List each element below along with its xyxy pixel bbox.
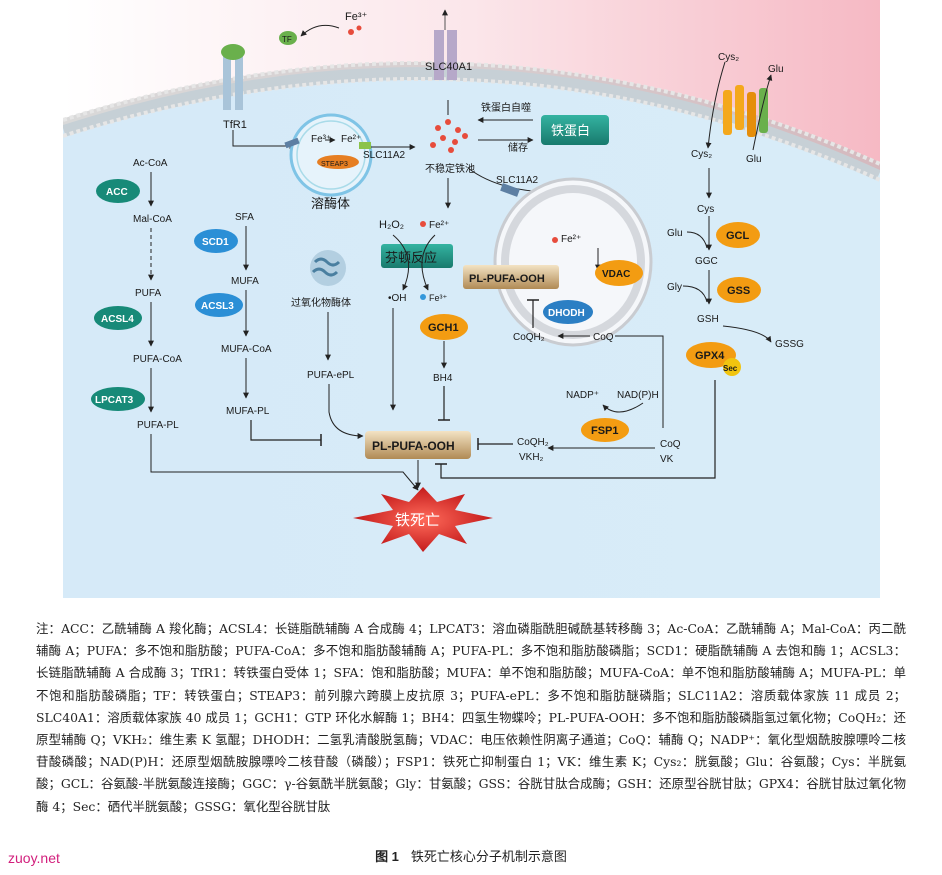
ggc-label: GGC (695, 256, 718, 267)
vdac-node (595, 260, 643, 286)
pufa: PUFA (135, 288, 161, 299)
figure-caption: 图 1 铁死亡核心分子机制示意图 (0, 846, 942, 865)
mufa-pl: MUFA-PL (226, 406, 270, 417)
cys2-in-label: Cys₂ (691, 149, 712, 160)
ferroptosis-star (353, 487, 493, 552)
nadp-label: NADP⁺ (566, 390, 599, 401)
ferroptosis-label: 铁死亡 (395, 511, 440, 529)
sec-label: Sec (723, 364, 738, 373)
tf-label: TF (282, 35, 292, 44)
mito-pl-pufa-ooh: PL-PUFA-OOH (469, 273, 545, 285)
fenton-label: 芬顿反应 (385, 250, 437, 266)
lyso-fe2: Fe²⁺ (341, 134, 361, 145)
mito-coq: CoQ (593, 332, 614, 343)
acc-node (96, 179, 140, 203)
figure-note: 注：ACC：乙酰辅酶 A 羧化酶；ACSL4：长链脂酰辅酶 A 合成酶 4；LP… (36, 621, 906, 814)
ferroptosis-diagram: TF Fe³⁺ TfR1 SLC40A1 Cys₂ Glu Cys₂ Glu (63, 0, 880, 598)
caption-number: 图 1 (375, 849, 399, 864)
vdac-label: VDAC (602, 269, 630, 280)
slc11a2-mito-label: SLC11A2 (496, 175, 539, 186)
mitochondrion (493, 177, 653, 347)
caption-text: 铁死亡核心分子机制示意图 (410, 850, 567, 865)
scd1-label: SCD1 (202, 237, 229, 248)
gch1-label: GCH1 (428, 322, 459, 334)
glu-label: Glu (667, 228, 683, 239)
peroxisome-label: 过氧化物酶体 (291, 296, 351, 309)
fenton-box (381, 244, 453, 268)
bh4-label: BH4 (433, 373, 453, 384)
fsp1-vk: VK (660, 454, 674, 465)
autophagy-label: 铁蛋白自噬 (481, 101, 531, 114)
slc40a1-label: SLC40A1 (425, 61, 472, 73)
fsp1-node (581, 418, 629, 442)
mito-pl-pufa-ooh-box (463, 265, 559, 289)
oh-label: •OH (388, 293, 407, 304)
slc40a1-transporter (434, 9, 457, 80)
mufa-coa: MUFA-CoA (221, 344, 272, 355)
gcl-label: GCL (726, 230, 750, 242)
fsp1-coqh2: CoQH₂ (517, 437, 549, 448)
gly-label: Gly (667, 282, 682, 293)
slc11a2-lyso-label: SLC11A2 (363, 150, 406, 161)
gcl-node (716, 222, 760, 248)
ferritin-label: 铁蛋白 (551, 123, 590, 139)
labile-iron-pool (430, 119, 468, 153)
dhodh-label: DHODH (548, 308, 585, 319)
h2o2-label: H₂O₂ (379, 219, 404, 231)
lysosome (284, 113, 373, 197)
ferritin-box (541, 115, 609, 145)
ac-coa: Ac-CoA (133, 158, 168, 169)
acsl3-node (195, 293, 243, 317)
pl-pufa-ooh-box (365, 431, 471, 459)
pl-pufa-ooh: PL-PUFA-OOH (372, 439, 455, 453)
sec-node (723, 358, 741, 376)
lyso-fe3: Fe³⁺ (311, 134, 331, 145)
glu-top-label: Glu (768, 64, 784, 75)
lpcat3-node (91, 387, 145, 411)
scd1-node (194, 229, 238, 253)
dhodh-node (543, 300, 593, 324)
tf-blob (279, 31, 297, 45)
mito-fe2: Fe²⁺ (561, 234, 581, 245)
fsp1-coq: CoQ (660, 439, 681, 450)
pufa-pl: PUFA-PL (137, 420, 179, 431)
fenton-fe3: Fe³⁺ (429, 293, 448, 303)
fenton-fe2: Fe²⁺ (429, 220, 449, 231)
cys2-top-label: Cys₂ (718, 52, 739, 63)
acc-label: ACC (106, 187, 128, 198)
gssg-label: GSSG (775, 339, 804, 350)
steap3-label: STEAP3 (321, 161, 348, 168)
lpcat3-label: LPCAT3 (95, 395, 134, 406)
gch1-node (420, 314, 468, 340)
tfr1-receptor (221, 44, 245, 110)
acsl4-node (94, 306, 142, 330)
xc-antiporter (723, 85, 768, 137)
gsh-label: GSH (697, 314, 719, 325)
sfa: SFA (235, 212, 254, 223)
gss-label: GSS (727, 285, 750, 297)
fsp1-vkh2: VKH₂ (519, 452, 544, 463)
tfr1-label: TfR1 (223, 119, 247, 131)
glu-in-label: Glu (746, 154, 762, 165)
fe3-top-label: Fe³⁺ (345, 11, 368, 23)
mal-coa: Mal-CoA (133, 214, 172, 225)
lysosome-label: 溶酶体 (311, 196, 350, 212)
pufa-coa: PUFA-CoA (133, 354, 182, 365)
pufa-epl: PUFA-ePL (307, 370, 355, 381)
gss-node (717, 277, 761, 303)
cys-label: Cys (697, 204, 714, 215)
acsl3-label: ACSL3 (201, 301, 234, 312)
iron-pool-label: 不稳定铁池 (425, 162, 475, 175)
peroxisome (310, 250, 346, 286)
mito-coqh2: CoQH₂ (513, 332, 545, 343)
acsl4-label: ACSL4 (101, 314, 134, 325)
mufa: MUFA (231, 276, 259, 287)
fsp1-label: FSP1 (591, 425, 619, 437)
gpx4-label: GPX4 (695, 350, 725, 362)
watermark: zuoy.net (8, 850, 60, 866)
storage-label: 储存 (508, 141, 528, 154)
gpx4-node (686, 342, 736, 368)
nadph-label: NAD(P)H (617, 390, 659, 401)
